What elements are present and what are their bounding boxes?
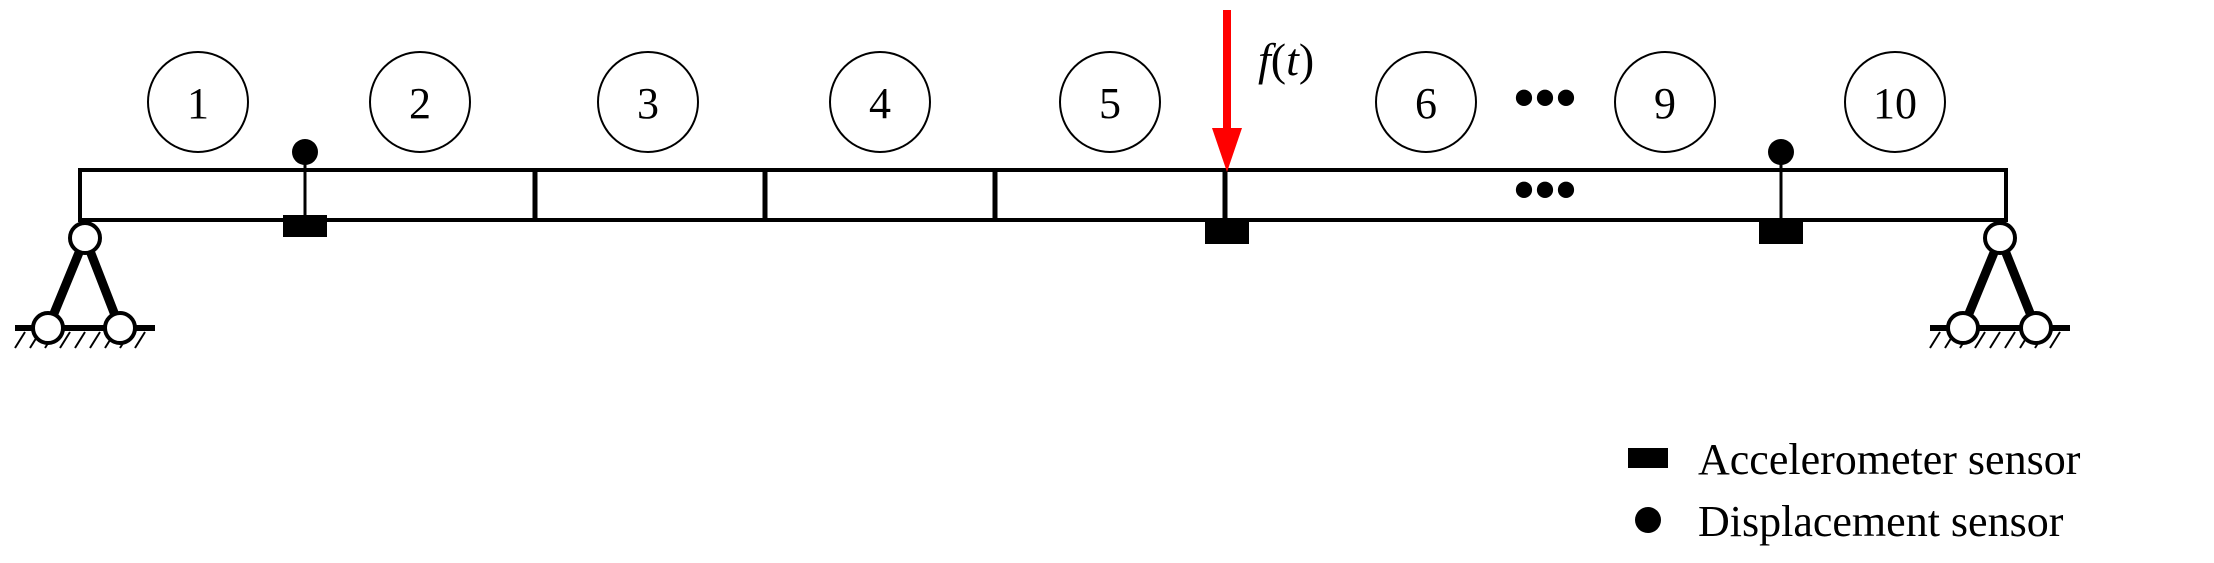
beam: •••	[78, 157, 2008, 223]
element-label-text: 3	[637, 79, 659, 128]
element-label-circle	[1844, 51, 1946, 153]
accelerometer-sensor	[283, 215, 327, 237]
element-label-ellipsis: •••	[1513, 65, 1576, 131]
element-label-text: 6	[1415, 79, 1437, 128]
sensor-group-left	[283, 139, 327, 237]
accelerometer-sensor	[1759, 222, 1803, 244]
support-pin	[68, 221, 102, 255]
element-label-5: 5	[1059, 51, 1161, 153]
element-label-circle	[1059, 51, 1161, 153]
displacement-legend-icon	[1635, 507, 1661, 533]
legend-label-accelerometer: Accelerometer sensor	[1698, 435, 2081, 484]
element-label-text: 10	[1873, 79, 1917, 128]
accelerometer-sensor	[1205, 222, 1249, 244]
beam-ellipsis: •••	[1513, 157, 1576, 223]
element-label-4: 4	[829, 51, 931, 153]
legend-item-accelerometer: Accelerometer sensor	[1628, 435, 2081, 484]
element-label-10: 10	[1844, 51, 1946, 153]
sensor-group-middle	[1205, 222, 1249, 244]
beam-outline	[78, 168, 2008, 222]
support-pin	[1983, 221, 2017, 255]
element-label-text: 5	[1099, 79, 1121, 128]
element-label-circle	[829, 51, 931, 153]
applied-force: f(t)	[1212, 10, 1314, 172]
element-label-circle	[147, 51, 249, 153]
legend-label-displacement: Displacement sensor	[1698, 497, 2064, 546]
force-arrowhead	[1212, 128, 1242, 172]
support-roller	[103, 311, 137, 345]
accelerometer-legend-icon	[1628, 448, 1668, 468]
legend: Accelerometer sensor Displacement sensor	[1628, 435, 2081, 546]
element-label-text: 4	[869, 79, 891, 128]
force-label: f(t)	[1258, 34, 1314, 85]
element-label-3: 3	[597, 51, 699, 153]
element-label-circle	[369, 51, 471, 153]
force-paren-close: )	[1299, 34, 1314, 85]
displacement-sensor	[292, 139, 318, 165]
element-labels: 1 2 3 4 5 6 ••• 9 10	[147, 51, 1946, 153]
element-label-circle	[1375, 51, 1477, 153]
support-roller	[1946, 311, 1980, 345]
element-label-2: 2	[369, 51, 471, 153]
element-label-text: 2	[409, 79, 431, 128]
legend-item-displacement: Displacement sensor	[1635, 497, 2064, 546]
force-paren-open: (	[1271, 34, 1286, 85]
element-label-1: 1	[147, 51, 249, 153]
force-variable: t	[1286, 34, 1300, 85]
element-label-text: 9	[1654, 79, 1676, 128]
left-support	[14, 221, 155, 349]
sensor-group-right	[1759, 139, 1803, 244]
element-label-circle	[1614, 51, 1716, 153]
element-label-6: 6	[1375, 51, 1477, 153]
element-label-9: 9	[1614, 51, 1716, 153]
element-label-text: 1	[187, 79, 209, 128]
support-roller	[2019, 311, 2053, 345]
support-roller	[31, 311, 65, 345]
right-support	[1929, 221, 2070, 349]
element-label-circle	[597, 51, 699, 153]
displacement-sensor	[1768, 139, 1794, 165]
